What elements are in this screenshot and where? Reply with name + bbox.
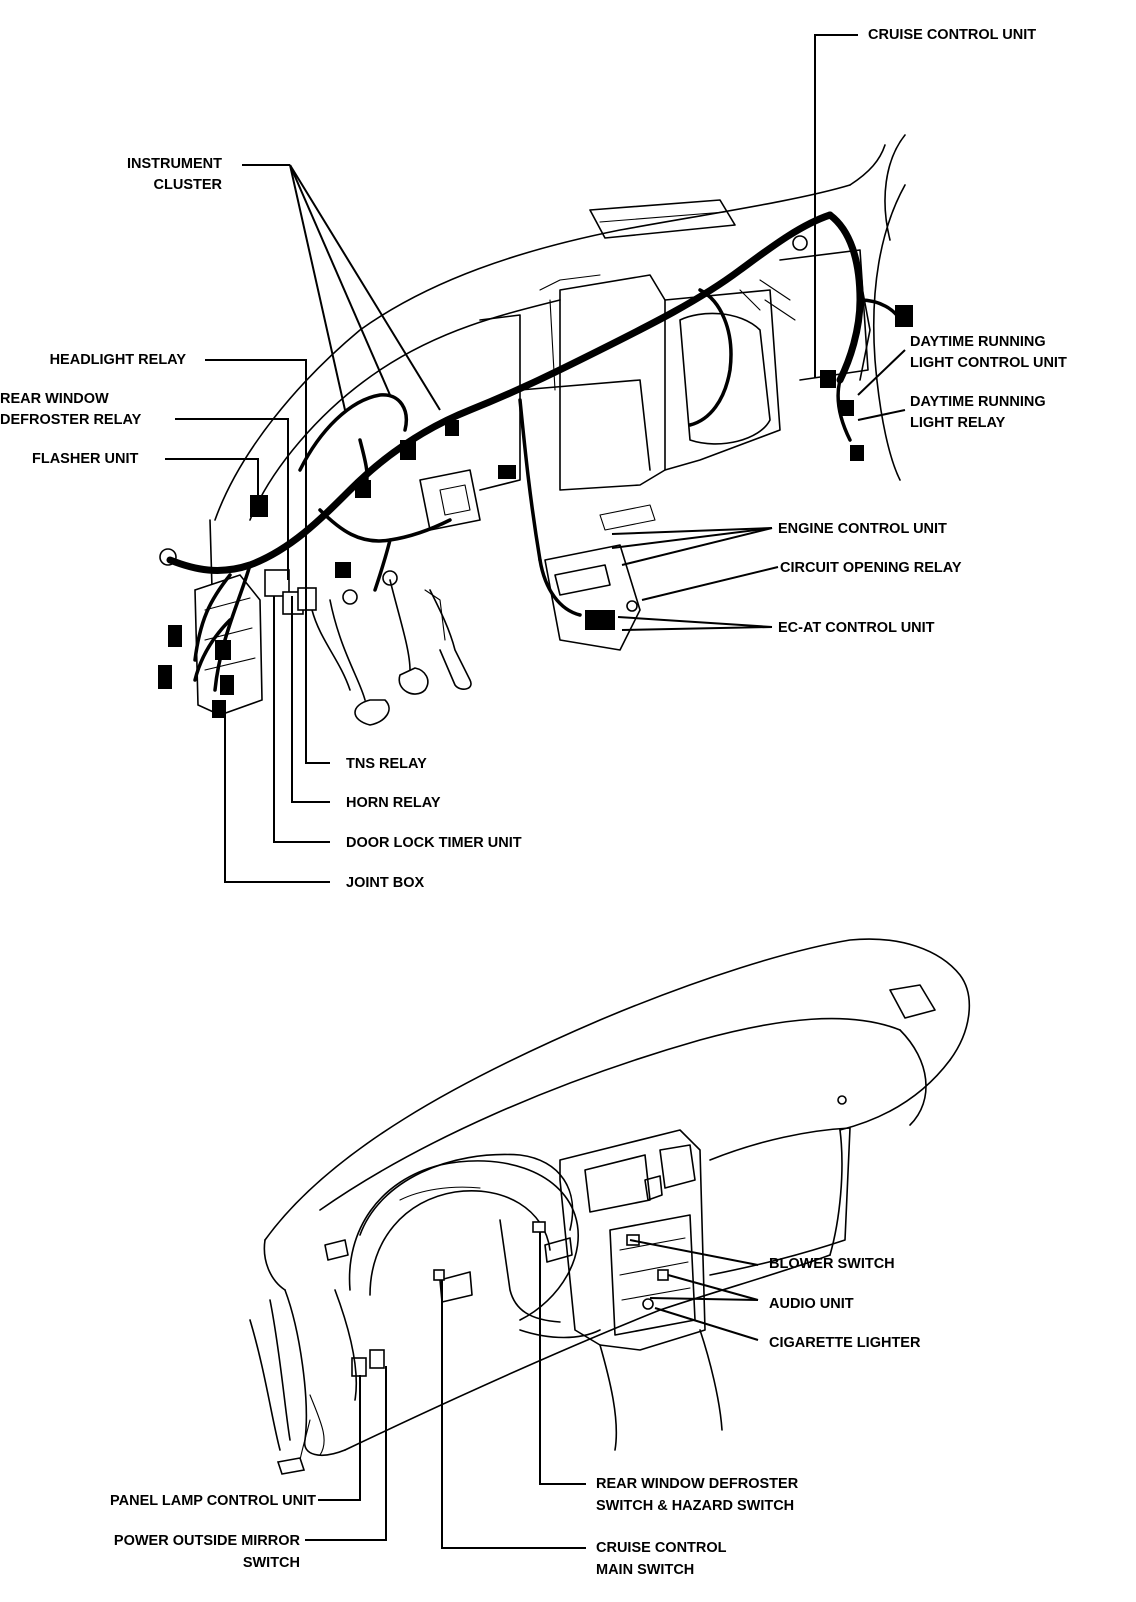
label-drl-control-unit-line2: LIGHT CONTROL UNIT — [910, 355, 1067, 371]
label-audio-unit: AUDIO UNIT — [769, 1296, 854, 1312]
label-horn-relay: HORN RELAY — [346, 795, 441, 811]
upper-leader-lines — [165, 34, 906, 883]
label-rear-window-defroster-switch-line2: SWITCH & HAZARD SWITCH — [596, 1498, 794, 1514]
label-tns-relay: TNS RELAY — [346, 756, 427, 772]
label-flasher-unit: FLASHER UNIT — [32, 451, 138, 467]
label-rear-window-defroster-switch-line1: REAR WINDOW DEFROSTER — [596, 1476, 799, 1492]
label-ec-at-control-unit: EC-AT CONTROL UNIT — [778, 620, 935, 636]
label-instrument-cluster-line2: CLUSTER — [154, 177, 223, 193]
label-drl-relay-line2: LIGHT RELAY — [910, 415, 1006, 431]
upper-labels: CRUISE CONTROL UNIT INSTRUMENT CLUSTER H… — [0, 27, 1067, 891]
label-headlight-relay: HEADLIGHT RELAY — [50, 352, 187, 368]
lower-dashboard-illustration — [249, 938, 971, 1475]
label-cruise-control-main-switch-line2: MAIN SWITCH — [596, 1562, 694, 1578]
label-drl-control-unit-line1: DAYTIME RUNNING — [910, 334, 1046, 350]
label-power-outside-mirror-switch-line1: POWER OUTSIDE MIRROR — [114, 1533, 301, 1549]
lower-labels: BLOWER SWITCH AUDIO UNIT CIGARETTE LIGHT… — [110, 1256, 921, 1578]
label-engine-control-unit: ENGINE CONTROL UNIT — [778, 521, 947, 537]
label-blower-switch: BLOWER SWITCH — [769, 1256, 895, 1272]
upper-dash-harness-illustration — [158, 134, 913, 726]
label-circuit-opening-relay: CIRCUIT OPENING RELAY — [780, 560, 962, 576]
label-door-lock-timer-unit: DOOR LOCK TIMER UNIT — [346, 835, 522, 851]
label-cruise-control-main-switch-line1: CRUISE CONTROL — [596, 1540, 727, 1556]
lower-leader-lines — [305, 1232, 759, 1549]
label-panel-lamp-control-unit: PANEL LAMP CONTROL UNIT — [110, 1493, 316, 1509]
label-rear-window-defroster-relay-line2: DEFROSTER RELAY — [0, 412, 142, 428]
label-instrument-cluster-line1: INSTRUMENT — [127, 156, 222, 172]
label-power-outside-mirror-switch-line2: SWITCH — [243, 1555, 300, 1571]
label-cigarette-lighter: CIGARETTE LIGHTER — [769, 1335, 921, 1351]
label-drl-relay-line1: DAYTIME RUNNING — [910, 394, 1046, 410]
label-joint-box: JOINT BOX — [346, 875, 424, 891]
label-rear-window-defroster-relay-line1: REAR WINDOW — [0, 391, 109, 407]
label-cruise-control-unit: CRUISE CONTROL UNIT — [868, 27, 1036, 43]
